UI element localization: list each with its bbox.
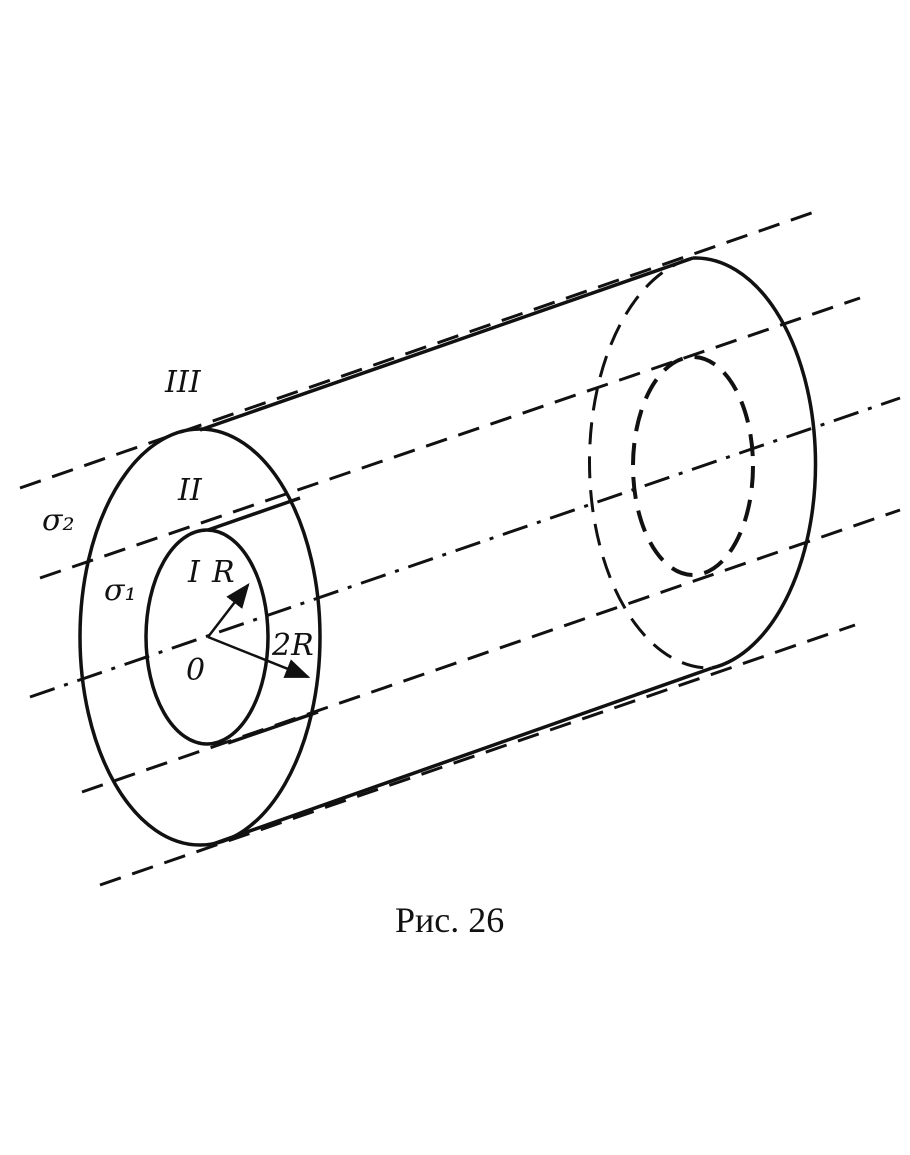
back-outer-ellipse-visible: [692, 256, 818, 670]
back-outer-ellipse-hidden: [587, 256, 713, 670]
axis-line: [29, 396, 901, 699]
outer-bottom-dashed-line: [99, 623, 856, 887]
outer-bottom-edge: [209, 666, 713, 847]
inner-bottom-edge: [227, 710, 319, 745]
inner-top-edge: [207, 496, 301, 532]
label-radius-r: R: [211, 555, 235, 590]
label-sigma-2: σ₂: [42, 503, 75, 538]
inner-bottom-dashed-line: [81, 508, 901, 794]
label-region-1: I: [187, 555, 201, 590]
figure-caption: Рис. 26: [395, 900, 504, 940]
label-region-3: III: [164, 365, 202, 400]
back-inner-ellipse: [631, 355, 755, 577]
label-origin: 0: [186, 653, 205, 688]
inner-top-dashed-line: [39, 296, 861, 580]
label-region-2: II: [177, 473, 203, 508]
outer-top-dashed-line: [19, 208, 821, 490]
front-inner-ellipse: [144, 528, 270, 746]
radius-2r-arrow: [207, 635, 311, 679]
label-radius-2r: 2R: [271, 628, 314, 663]
outer-top-edge: [199, 256, 694, 432]
front-outer-ellipse: [78, 427, 322, 847]
radius-r-arrow: [207, 583, 250, 638]
label-sigma-1: σ₁: [104, 573, 137, 608]
